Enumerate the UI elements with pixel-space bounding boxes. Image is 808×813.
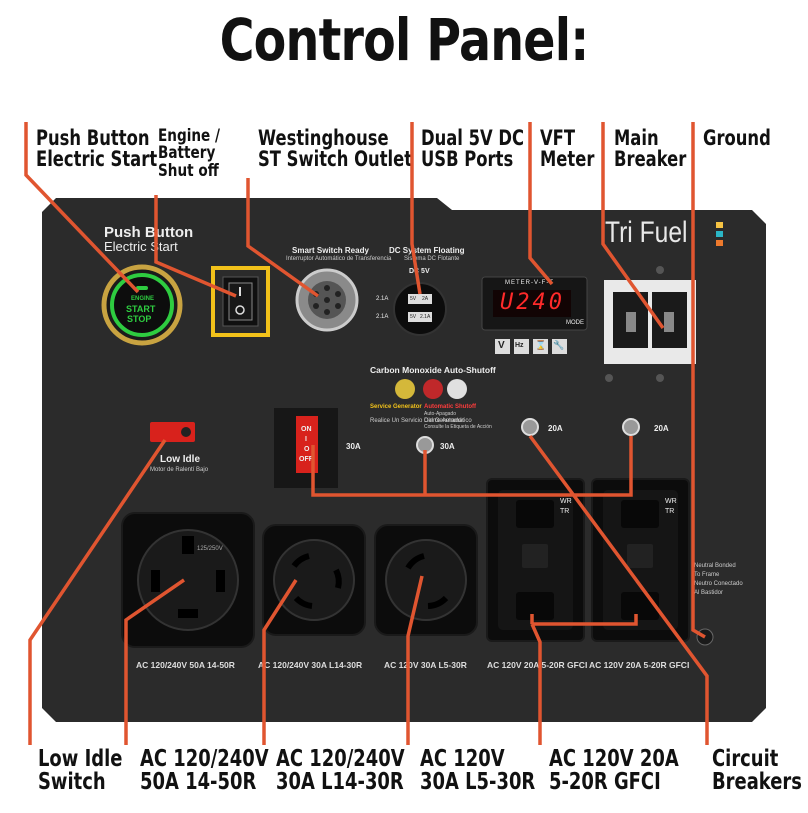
- outlet-30a-l14-30r[interactable]: [262, 524, 366, 636]
- switch-o-label: O: [304, 446, 310, 453]
- outlet-50a-tag: 125/250V: [197, 546, 223, 552]
- low-idle-label: Low Idle: [160, 454, 200, 465]
- leader-ac20: [530, 614, 638, 745]
- leader-push-button: [24, 122, 140, 294]
- outlet-30a-l5-30r[interactable]: [374, 524, 478, 636]
- gfci-2-wr: WR: [665, 498, 677, 505]
- usb-amp-bottom: 2.1A: [376, 314, 389, 320]
- switch-on-label: ON: [301, 426, 312, 433]
- meter-button-hz[interactable]: Hz: [515, 342, 524, 349]
- callout-ground: Ground: [703, 126, 771, 150]
- gfci-2-face: [603, 490, 678, 630]
- outlet-l14-face: [273, 539, 355, 621]
- outlet-50a-face: [137, 529, 239, 631]
- leader-breakers: [311, 434, 709, 745]
- co-service: Service Generator: [370, 404, 422, 410]
- outlet-label-gfci-1: AC 120V 20A 5-20R GFCI: [487, 660, 588, 670]
- push-button-title: Push Button: [104, 224, 194, 241]
- breaker-30a-label: 30A: [440, 442, 455, 451]
- co-auto-es-sub: Consulte la Etiqueta de Acción: [424, 424, 492, 430]
- usb-bottom-5v: 5V: [410, 314, 417, 320]
- brand-logo: Tri Fuel: [605, 216, 688, 249]
- gfci-2-tr: TR: [665, 508, 675, 515]
- switch-i-label: I: [305, 436, 307, 443]
- meter-button-v[interactable]: V: [498, 340, 505, 351]
- leader-ac50: [124, 578, 185, 745]
- usb-amp-top: 2.1A: [376, 296, 389, 302]
- switch-off-label: OFF: [299, 456, 313, 463]
- meter-button-timer[interactable]: ⌛: [535, 340, 547, 350]
- breaker-20a-1-label: 20A: [548, 424, 563, 433]
- dc-floating-es: Sistema DC Flotante: [404, 256, 460, 262]
- outlet-label-gfci-2: AC 120V 20A 5-20R GFCI: [589, 660, 690, 670]
- neutral-bonded-3: Neutro Conectado: [694, 581, 743, 587]
- leader-engine-battery: [154, 195, 237, 298]
- dc-floating: DC System Floating: [389, 246, 465, 255]
- page-title: Control Panel:: [219, 6, 590, 74]
- usb-top-5v: 5V: [410, 296, 417, 302]
- co-title: Carbon Monoxide Auto-Shutoff: [370, 365, 496, 375]
- leader-usb: [410, 122, 422, 295]
- meter-button-service[interactable]: 🔧: [553, 340, 565, 350]
- leader-ground: [691, 122, 706, 639]
- outlet-label-30a-l14: AC 120/240V 30A L14-30R: [258, 660, 363, 670]
- usb-top-2a: 2A: [422, 296, 429, 302]
- outlet-label-50a: AC 120/240V 50A 14-50R: [136, 660, 235, 670]
- co-auto-sub: Auto-Apagado: [424, 411, 456, 417]
- gfci-1-wr: WR: [560, 498, 572, 505]
- neutral-bonded-1: Neutral Bonded: [694, 563, 736, 569]
- neutral-bonded-4: Al Bastidor: [694, 590, 724, 596]
- smart-switch-ready: Smart Switch Ready: [292, 246, 369, 255]
- outlet-20a-gfci-1[interactable]: WR TR: [486, 478, 585, 642]
- leader-main-breaker: [601, 122, 665, 330]
- meter-header: METER-V-F-T: [505, 280, 554, 286]
- leader-ac30l14: [262, 579, 298, 745]
- co-auto-es: Cierre Automático: [424, 418, 472, 424]
- leader-ac30l5: [406, 575, 424, 745]
- low-idle-es: Motor de Ralentí Bajo: [150, 467, 209, 473]
- outlet-l5-face: [385, 539, 467, 621]
- outlet-50a-14-50r[interactable]: 125/250V: [121, 512, 255, 648]
- gfci-1-face: [498, 490, 573, 630]
- leader-vft: [528, 122, 554, 286]
- smart-switch-es: Interruptor Automático de Transferencia: [286, 256, 392, 262]
- start-button-engine-label[interactable]: ENGINE: [131, 296, 155, 302]
- co-auto: Automatic Shutoff: [424, 404, 476, 410]
- start-button-start-label[interactable]: START: [126, 304, 156, 314]
- leader-low-idle: [28, 439, 167, 745]
- breaker-30a-left-label: 30A: [346, 442, 361, 451]
- leader-westinghouse: [246, 178, 320, 298]
- outlet-20a-gfci-2[interactable]: WR TR: [591, 478, 690, 642]
- push-button-subtitle: Electric Start: [104, 239, 178, 254]
- start-button-stop-label[interactable]: STOP: [127, 314, 152, 324]
- neutral-bonded-2: To Frame: [694, 572, 720, 578]
- dc-5v: DC 5V: [409, 268, 430, 275]
- outlet-label-30a-l5: AC 120V 30A L5-30R: [384, 660, 467, 670]
- co-service-es: Realice Un Servicio Del Generador: [370, 418, 464, 424]
- meter-mode: MODE: [566, 320, 584, 326]
- breaker-20a-2-label: 20A: [654, 424, 669, 433]
- gfci-1-tr: TR: [560, 508, 570, 515]
- usb-bottom-2a: 2.1A: [420, 314, 431, 320]
- meter-value: U240: [500, 290, 565, 315]
- start-button-graphic: [101, 264, 183, 346]
